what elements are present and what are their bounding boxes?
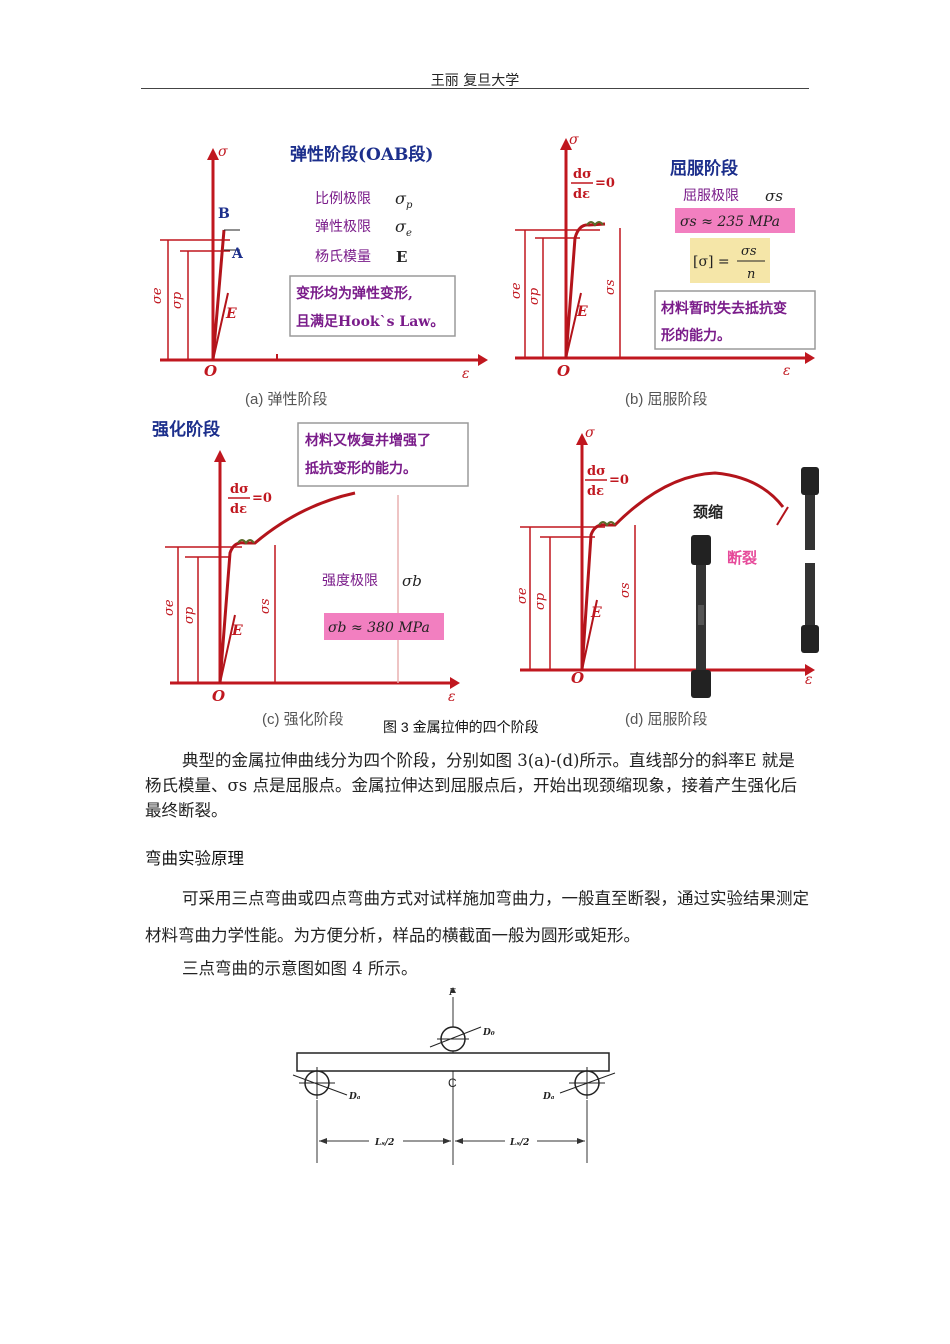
axis-sigma-label: σ xyxy=(218,144,228,160)
sigma-e-label: σe xyxy=(509,282,524,299)
allowable-den: n xyxy=(747,267,755,282)
panel-b-note-line1: 材料暂时失去抵抗变 xyxy=(661,300,787,317)
fracture-label: 断裂 xyxy=(727,549,757,567)
figure-panel-c: 强化阶段 ε O dσ dε =0 E σe σp σs 材料又恢复并增强了 抵… xyxy=(150,415,480,710)
sigma-s-label: σs xyxy=(258,598,273,614)
row-label-proportional: 比例极限 xyxy=(315,191,371,207)
panel-a-note-line1: 变形均为弹性变形, xyxy=(296,285,413,302)
slope-den: dε xyxy=(587,484,604,499)
panel-a-title: 弹性阶段(OAB段) xyxy=(290,144,433,165)
paragraph-bending: 可采用三点弯曲或四点弯曲方式对试样施加弯曲力，一般直至断裂，通过实验结果测定材料… xyxy=(145,889,809,945)
panel-c-title: 强化阶段 xyxy=(152,419,220,440)
yield-label: 屈服极限 xyxy=(683,188,739,204)
figure-panel-a: σ ε O B A E σe σp 弹性阶段(OAB段) 比例极限 σ p 弹性… xyxy=(140,118,490,383)
origin-label: O xyxy=(212,687,225,705)
modulus-e-label: E xyxy=(225,306,237,322)
panel-b-caption: (b) 屈服阶段 xyxy=(625,391,708,408)
strength-symbol: σb xyxy=(402,572,422,590)
origin-label: O xyxy=(204,362,217,380)
panel-d-caption: (d) 屈服阶段 xyxy=(625,711,708,728)
panel-b-note-line2: 形的能力。 xyxy=(661,327,731,344)
necked-specimen-image xyxy=(691,535,711,698)
point-a-label: A xyxy=(231,246,244,262)
panel-c-note-line2: 抵抗变形的能力。 xyxy=(305,460,417,477)
top-roller-label: D₀ xyxy=(482,1028,495,1038)
row-sub-elastic: e xyxy=(406,228,412,239)
origin-label: O xyxy=(557,362,570,380)
strength-label: 强度极限 xyxy=(322,573,378,589)
sigma-s-label: σs xyxy=(603,279,618,295)
paragraph-tensile: 典型的金属拉伸曲线分为四个阶段，分别如图 3(a)-(d)所示。直线部分的斜率E… xyxy=(145,751,797,820)
span-right-label: Lₛ/2 xyxy=(509,1138,529,1148)
point-b-label: B xyxy=(218,206,230,222)
page-header: 王丽 复旦大学 xyxy=(430,73,520,89)
sigma-s-label: σs xyxy=(618,582,633,598)
row-symbol-proportional: σ xyxy=(395,189,407,208)
slope-eq: =0 xyxy=(609,473,629,488)
right-roller-label: Dₐ xyxy=(542,1092,555,1102)
row-symbol-elastic: σ xyxy=(395,217,407,236)
slope-num: dσ xyxy=(573,167,592,182)
left-roller-label: Dₐ xyxy=(348,1092,361,1102)
sigma-e-label: σe xyxy=(515,587,530,604)
slope-den: dε xyxy=(230,502,247,517)
header-rule xyxy=(141,88,809,89)
sigma-p-label: σp xyxy=(170,291,185,309)
yield-symbol: σs xyxy=(765,187,783,205)
axis-eps-label: ε xyxy=(805,672,813,688)
modulus-e-label: E xyxy=(576,304,588,320)
sigma-p-label: σp xyxy=(182,606,197,624)
panel-b-title: 屈服阶段 xyxy=(670,158,738,179)
slope-den: dε xyxy=(573,187,590,202)
figure-panel-d: σ ε O dσ dε =0 E σe σp σs 颈缩 断裂 xyxy=(515,425,840,705)
section-heading: 弯曲实验原理 xyxy=(145,850,244,868)
axis-eps-label: ε xyxy=(462,366,470,382)
panel-c-note-line1: 材料又恢复并增强了 xyxy=(305,432,431,449)
modulus-e-label: E xyxy=(590,605,602,621)
figure-panel-b: σ ε O dσ dε =0 E σe σp σs 屈服阶段 屈服极限 σs σ… xyxy=(505,128,825,383)
slope-num: dσ xyxy=(587,464,606,479)
figure4-three-point-bending: F D₀ Dₐ Dₐ C Lₛ/2 Lₛ/2 xyxy=(285,985,630,1170)
row-label-young: 杨氏模量 xyxy=(315,249,371,265)
panel-a-note-line2: 且满足Hook`s Law。 xyxy=(296,313,444,330)
span-left-label: Lₛ/2 xyxy=(374,1138,394,1148)
sigma-p-label: σp xyxy=(527,287,542,305)
sigma-p-label: σp xyxy=(533,592,548,610)
figure3-title: 图 3 金属拉伸的四个阶段 xyxy=(383,719,539,735)
strength-value: σb ≈ 380 MPa xyxy=(328,620,430,636)
center-label: C xyxy=(448,1076,457,1090)
necking-label: 颈缩 xyxy=(692,503,723,521)
panel-a-caption: (a) 弹性阶段 xyxy=(245,391,328,408)
sigma-e-label: σe xyxy=(162,599,177,616)
fractured-specimen-image xyxy=(801,467,819,653)
modulus-e-label: E xyxy=(231,623,243,639)
axis-sigma-label: σ xyxy=(585,425,595,441)
sigma-e-label: σe xyxy=(150,287,165,304)
allowable-num: σs xyxy=(741,244,757,259)
yield-value: σs ≈ 235 MPa xyxy=(680,214,780,230)
axis-sigma-label: σ xyxy=(569,132,579,148)
allowable-lhs: [σ] = xyxy=(693,254,730,270)
panel-c-caption: (c) 强化阶段 xyxy=(262,711,344,728)
row-sub-proportional: p xyxy=(406,200,413,211)
origin-label: O xyxy=(571,669,584,687)
row-label-elastic: 弹性极限 xyxy=(315,219,371,235)
force-label: F xyxy=(448,988,456,998)
axis-eps-label: ε xyxy=(448,689,456,705)
slope-eq: =0 xyxy=(252,491,272,506)
axis-eps-label: ε xyxy=(783,363,791,379)
slope-num: dσ xyxy=(230,482,249,497)
row-symbol-young: E xyxy=(396,248,407,266)
slope-eq: =0 xyxy=(595,176,615,191)
paragraph-figure4-ref: 三点弯曲的示意图如图 4 所示。 xyxy=(182,959,418,978)
